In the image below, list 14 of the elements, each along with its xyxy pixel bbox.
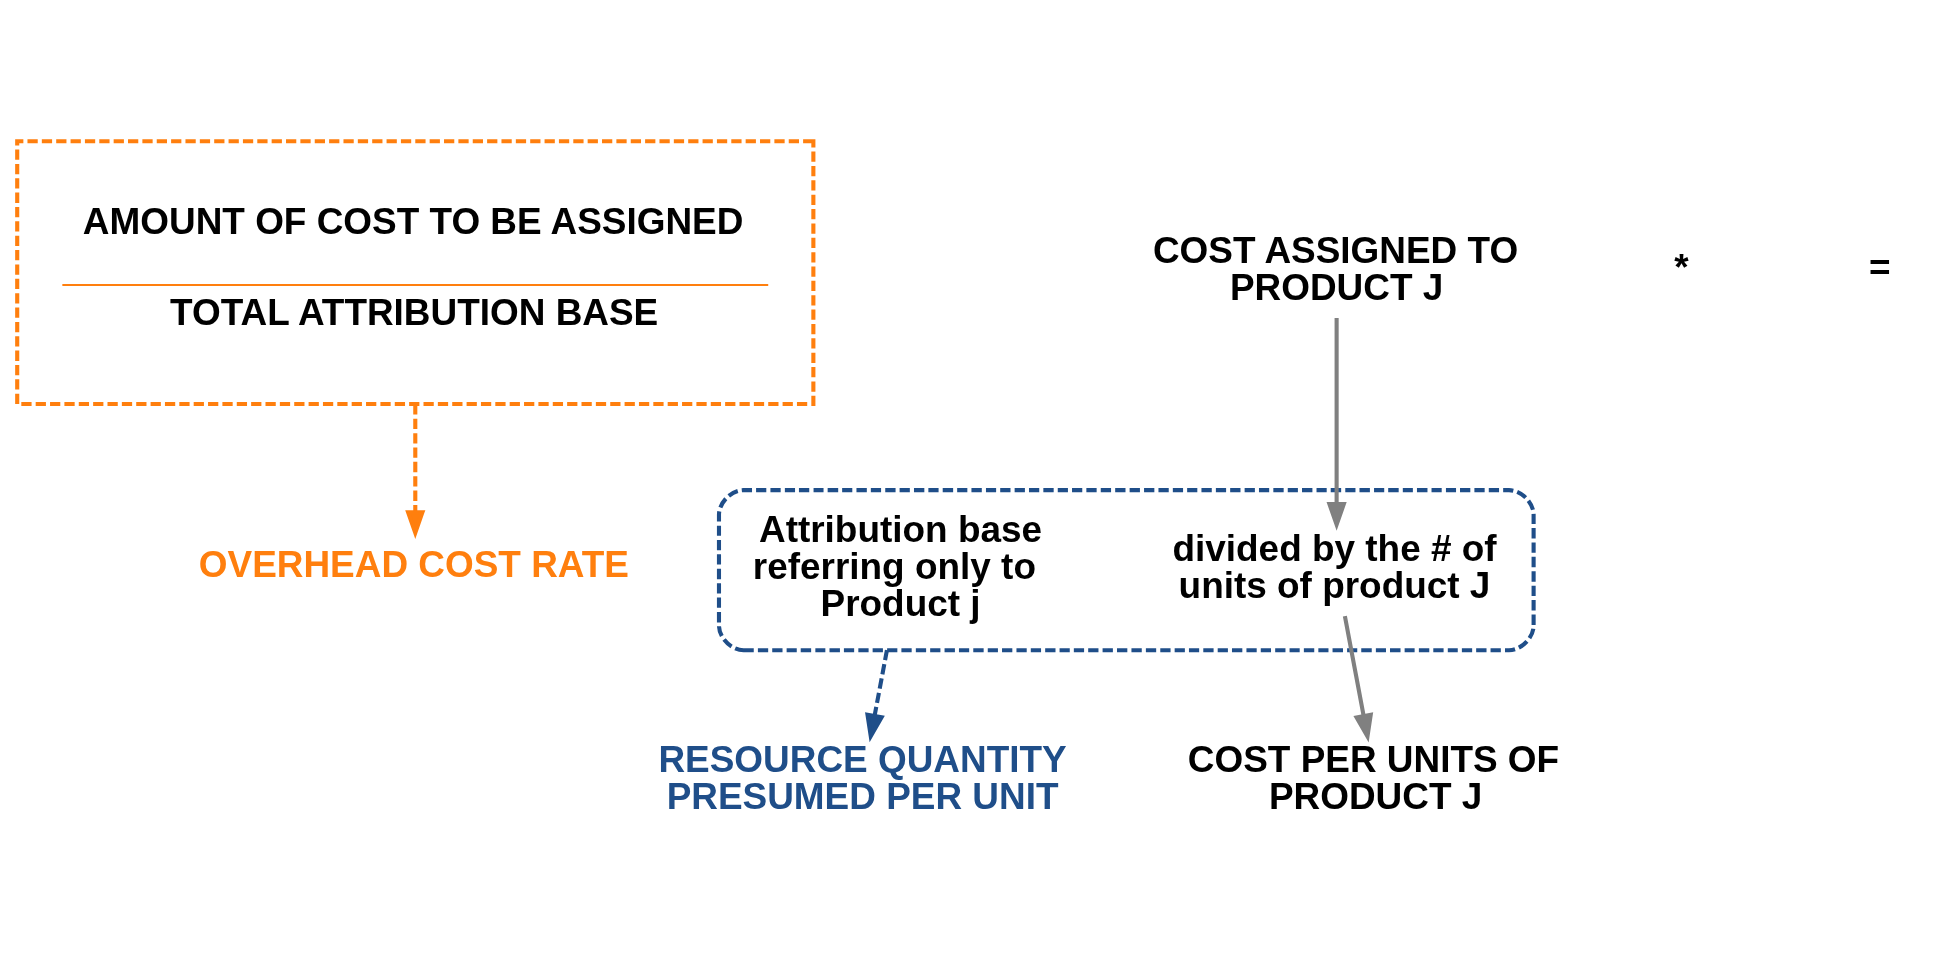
node-text: COST ASSIGNED TO PRODUCT J <box>1152 229 1518 308</box>
node-text: OVERHEAD COST RATE <box>198 543 629 585</box>
label: = <box>1868 246 1891 288</box>
arrow <box>1326 317 1347 531</box>
arrow <box>404 403 425 539</box>
node-box: AMOUNT OF COST TO BE ASSIGNED TOTAL ATTRIBUTION BASE <box>14 138 815 406</box>
node-text: Attribution base referring only to Product j <box>752 508 1042 624</box>
arrow <box>1342 615 1373 742</box>
label: * <box>1673 246 1689 288</box>
node-text: COST PER UNITS OF PRODUCT J <box>1187 738 1559 817</box>
node-text: divided by the # of units of product J <box>1171 527 1497 606</box>
arrow <box>864 649 889 742</box>
cluster <box>716 487 1536 652</box>
node-text: RESOURCE QUANTITY PRESUMED PER UNIT <box>657 738 1067 817</box>
